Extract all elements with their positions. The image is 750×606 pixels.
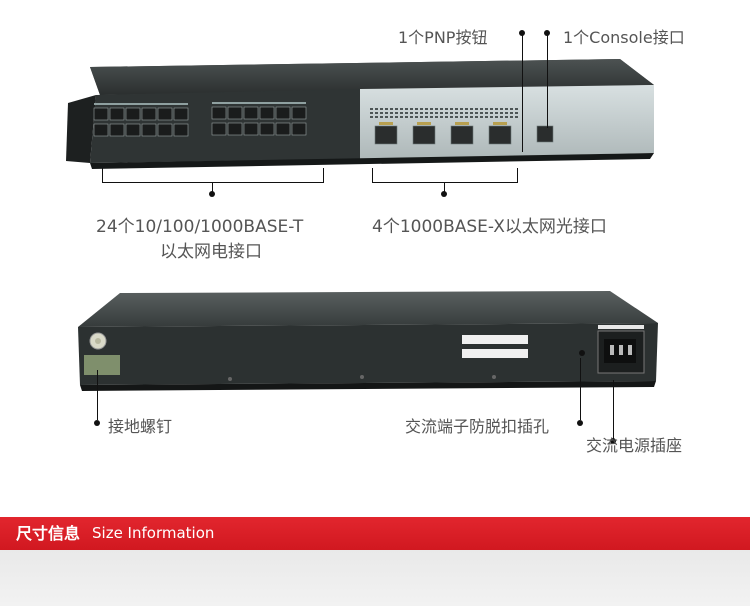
ac-terminal-hole-label: 交流端子防脱扣插孔	[405, 417, 550, 436]
ethernet-ports-bracket	[102, 168, 324, 183]
optical-bracket-stem	[444, 183, 445, 193]
optical-bracket-dot	[441, 191, 447, 197]
rj45-ports-group	[93, 102, 307, 137]
console-callout-dot	[544, 30, 550, 36]
pnp-callout-line	[522, 34, 523, 152]
ac-terminal-callout-dot	[577, 420, 583, 426]
console-callout-line	[547, 34, 548, 128]
ac-power-socket-label: 交流电源插座	[586, 436, 683, 455]
ac-socket-callout-dot	[610, 438, 616, 444]
ac-terminal-callout-line	[580, 358, 581, 420]
banner-title-cn: 尺寸信息	[16, 524, 81, 543]
ground-screw-callout-dot	[94, 420, 100, 426]
pnp-button-label: 1个PNP按钮	[398, 28, 488, 47]
banner-bottom-area	[0, 550, 750, 606]
optical-ports-label: 4个1000BASE-X以太网光接口	[372, 217, 607, 237]
ethernet-bracket-stem	[212, 183, 213, 193]
ac-socket-callout-line	[613, 380, 614, 440]
size-information-banner: 尺寸信息 Size Information	[0, 517, 750, 550]
switch-rear-view	[78, 291, 658, 391]
ground-screw-callout-line	[97, 370, 98, 420]
console-port-label: 1个Console接口	[563, 28, 685, 47]
ethernet-ports-label-line1: 24个10/100/1000BASE-T	[96, 217, 304, 237]
ground-screw-label: 接地螺钉	[108, 417, 173, 436]
banner-title-en: Size Information	[92, 524, 215, 542]
optical-ports-bracket	[372, 168, 518, 183]
ethernet-bracket-dot	[209, 191, 215, 197]
ethernet-ports-label-line2: 以太网电接口	[160, 242, 262, 262]
sfp-and-console-area	[369, 106, 554, 145]
pnp-callout-dot	[519, 30, 525, 36]
